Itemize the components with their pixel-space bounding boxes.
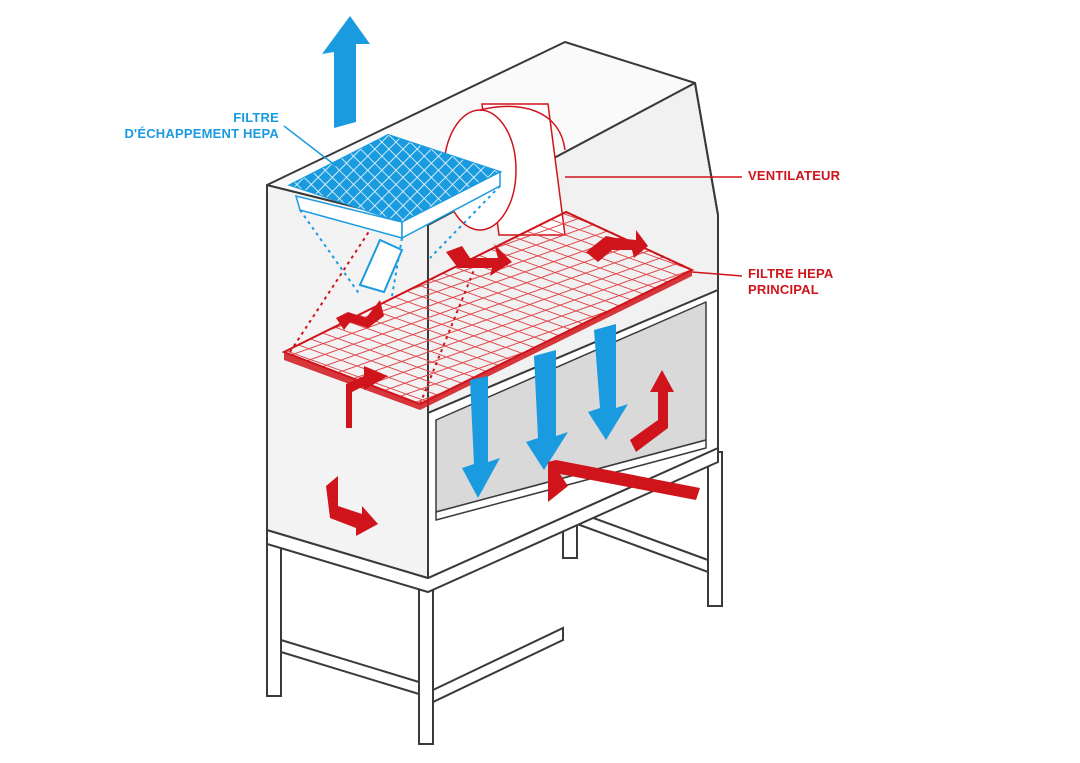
exhaust-hepa-filter <box>287 133 503 297</box>
recirculation-arrows <box>326 230 700 536</box>
exhaust-hepa-filter-label: FILTRE D'ÉCHAPPEMENT HEPA <box>124 110 279 142</box>
downflow-arrows <box>462 324 628 498</box>
main-hepa-filter-label-line-2: PRINCIPAL <box>748 282 819 297</box>
exhaust-hepa-filter-label-line-1: FILTRE <box>233 110 279 125</box>
fan-label: VENTILATEUR <box>748 168 840 184</box>
fan-label-line-1: VENTILATEUR <box>748 168 841 183</box>
exhaust-airflow-arrow <box>322 16 370 128</box>
cabinet-stand <box>266 446 723 745</box>
main-hepa-filter <box>281 210 695 410</box>
main-hepa-filter-label: FILTRE HEPA PRINCIPAL <box>748 266 834 298</box>
leader-lines <box>283 125 743 277</box>
exhaust-hepa-filter-label-line-2: D'ÉCHAPPEMENT HEPA <box>124 126 279 141</box>
main-hepa-filter-label-line-1: FILTRE HEPA <box>748 266 834 281</box>
